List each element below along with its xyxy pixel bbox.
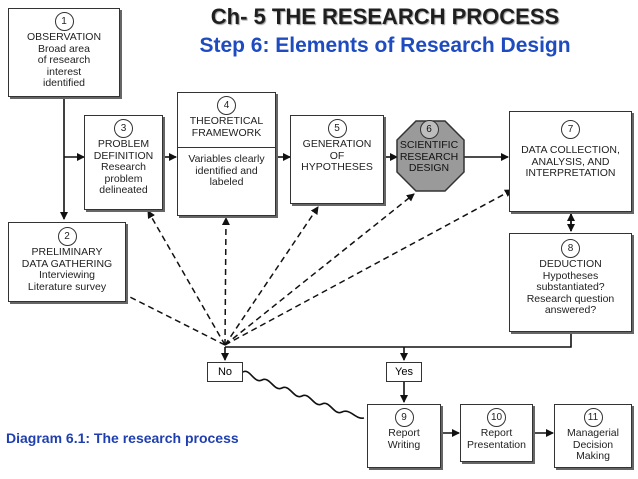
dashed-to-3 (147, 210, 226, 346)
box-theoretical-framework: 4 THEORETICAL FRAMEWORK Variables clearl… (177, 92, 276, 216)
diagram-caption: Diagram 6.1: The research process (6, 430, 239, 446)
step-number: 9 (394, 408, 414, 427)
box-text: DEDUCTION Hypotheses substantiated? Rese… (526, 258, 615, 316)
step-number: 5 (327, 119, 347, 138)
box-text: THEORETICAL FRAMEWORK (189, 115, 264, 139)
box-text: Managerial Decision Making (567, 427, 619, 462)
octagon-shape (396, 120, 465, 192)
step-number: 6 (419, 120, 439, 139)
step-number: 8 (561, 239, 580, 258)
box-research-design: 6 SCIENTIFIC RESEARCH DESIGN (398, 120, 460, 175)
box-text: SCIENTIFIC RESEARCH DESIGN (399, 139, 459, 174)
step-number: 11 (583, 408, 603, 427)
box-report-writing: 9 Report Writing (367, 404, 441, 468)
box-hypotheses: 5 GENERATION OF HYPOTHESES (290, 115, 384, 204)
box-text: OBSERVATION Broad area of research inter… (26, 31, 102, 89)
step-number: 2 (57, 227, 77, 246)
step-number: 4 (217, 96, 236, 115)
box-text: PROBLEM DEFINITION Research problem deli… (93, 138, 154, 196)
box-text: Report Writing (387, 427, 421, 451)
box-data-collection: 7 DATA COLLECTION, ANALYSIS, AND INTERPR… (509, 111, 632, 212)
box-problem-definition: 3 PROBLEM DEFINITION Research problem de… (84, 115, 163, 210)
decision-yes: Yes (386, 362, 422, 382)
dashed-to-7 (224, 189, 513, 346)
dashed-to-5 (224, 206, 319, 346)
slide-subtitle: Step 6: Elements of Research Design (199, 34, 571, 57)
decision-no: No (207, 362, 243, 382)
step-number: 7 (561, 120, 580, 139)
box-managerial-decision: 11 Managerial Decision Making (554, 404, 632, 468)
box-subtext: Variables clearly identified and labeled (178, 147, 275, 189)
box-observation: 1 OBSERVATION Broad area of research int… (8, 8, 120, 97)
box-text: Report Presentation (467, 427, 526, 451)
wavy-no-to-9 (242, 370, 365, 419)
step-number: 1 (54, 12, 74, 31)
feedback-line (225, 332, 572, 348)
step-number: 10 (487, 408, 506, 427)
dashed-to-6 (224, 193, 415, 346)
step-number: 3 (114, 119, 133, 138)
box-text: PRELIMINARY DATA GATHERING Interviewing … (21, 246, 113, 293)
dashed-to-4 (221, 217, 230, 346)
slide-title: Ch- 5 THE RESEARCH PROCESS (210, 4, 560, 29)
box-text: GENERATION OF HYPOTHESES (301, 138, 373, 173)
box-preliminary-data: 2 PRELIMINARY DATA GATHERING Interviewin… (8, 222, 126, 302)
box-deduction: 8 DEDUCTION Hypotheses substantiated? Re… (509, 233, 632, 332)
box-text: DATA COLLECTION, ANALYSIS, AND INTERPRET… (521, 144, 620, 179)
box-report-presentation: 10 Report Presentation (460, 404, 533, 462)
